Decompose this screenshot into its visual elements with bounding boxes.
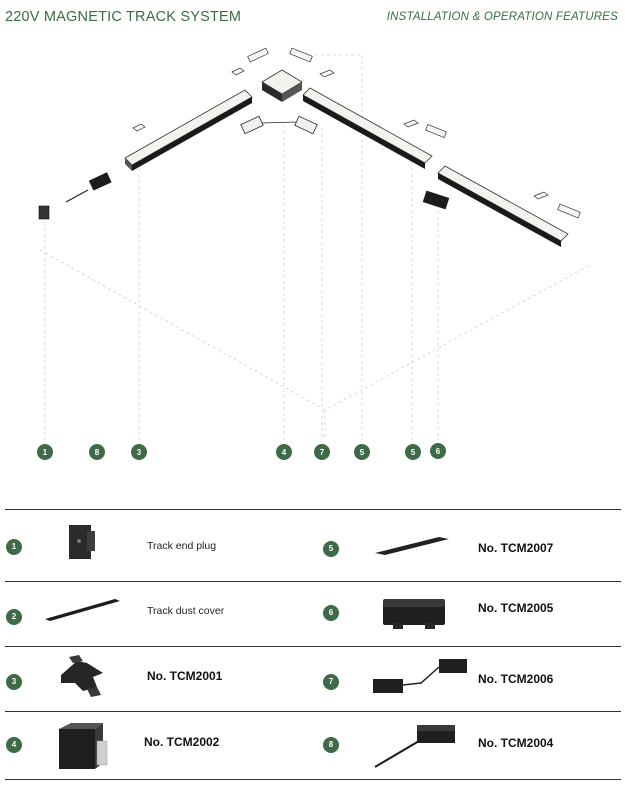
cable-connector-part [65,172,112,203]
corner-connector [261,69,303,102]
connector-pieces [240,115,318,135]
part-badge-7: 7 [323,674,339,690]
part-label-1: Track end plug [147,540,217,552]
part-badge-3: 3 [6,674,22,690]
end-plug-part [38,205,50,220]
end-plug-icon [69,525,95,559]
feed-box-part [422,190,450,210]
part-label-4: No. TCM2002 [144,735,220,749]
corner-connector-icon [59,723,108,769]
callout-5a: 5 [360,448,365,457]
power-connector-icon [373,659,467,693]
leader-lines [44,54,439,440]
part-badge-1: 1 [6,539,22,555]
callout-8: 8 [95,448,100,457]
part-badge-2: 2 [6,609,22,625]
table-rule [5,509,621,510]
table-rule [5,711,621,712]
table-rule [5,581,621,582]
part-label-2: Track dust cover [147,605,225,617]
header-subtitle: INSTALLATION & OPERATION FEATURES [386,11,618,23]
part-label-7: No. TCM2006 [478,672,554,686]
callout-3: 3 [137,448,142,457]
dust-cover-strip-icon [375,537,449,555]
table-rule [5,646,621,647]
callout-5b: 5 [411,448,416,457]
mounting-clips [132,47,581,219]
mounting-clip-icon [61,655,103,697]
track-rail-right [302,87,433,169]
header-title: 220V MAGNETIC TRACK SYSTEM [5,9,242,25]
cable-connector-icon [374,725,455,768]
part-badge-4: 4 [6,737,22,753]
ceiling-plane [39,249,591,440]
part-label-8: No. TCM2004 [478,736,554,750]
part-label-5: No. TCM2007 [478,541,554,555]
callout-badges: 1 8 3 4 7 5 5 6 [37,443,446,460]
dust-cover-icon [45,599,120,621]
track-rail-left [124,89,253,171]
part-badge-5: 5 [323,541,339,557]
feed-box-icon [383,599,445,629]
callout-4: 4 [282,448,287,457]
callout-7: 7 [320,448,325,457]
callout-1: 1 [43,448,48,457]
track-rail-far-right [437,165,569,247]
part-label-6: No. TCM2005 [478,601,554,615]
table-rule [5,779,621,780]
part-badge-8: 8 [323,737,339,753]
part-badge-6: 6 [323,605,339,621]
part-label-3: No. TCM2001 [147,669,223,683]
installation-diagram: 1 8 3 4 7 5 5 6 [37,47,591,460]
callout-6: 6 [436,447,441,456]
